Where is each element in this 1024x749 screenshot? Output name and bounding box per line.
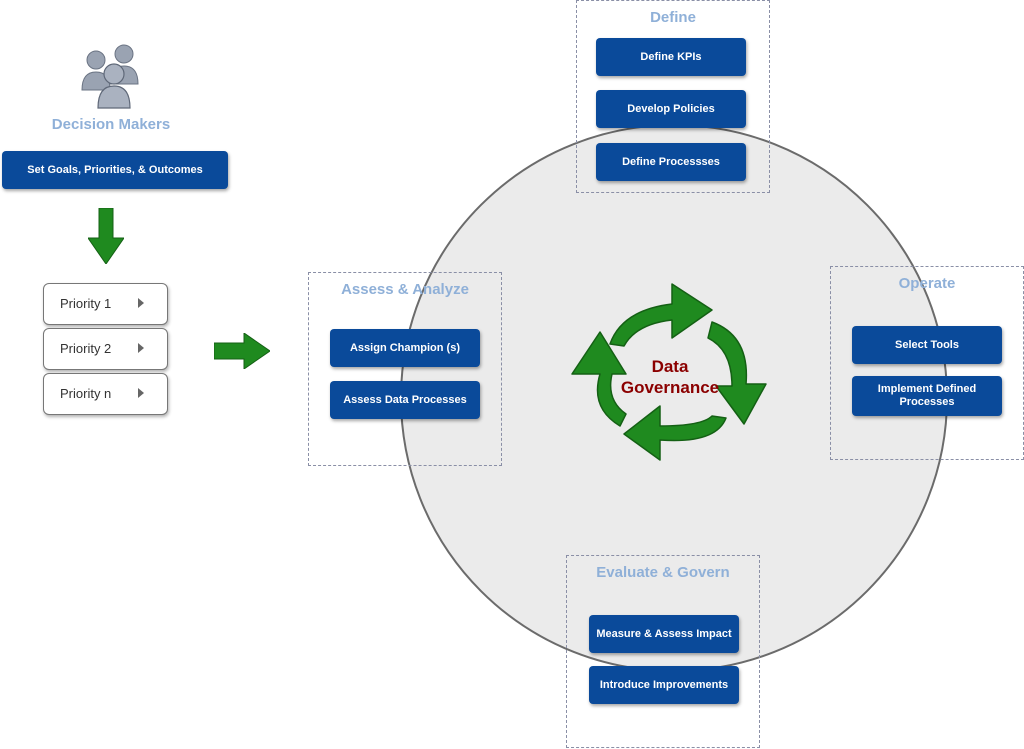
assess-analyze-group: Assess & Analyze xyxy=(308,272,502,466)
operate-title: Operate xyxy=(898,275,956,292)
center-title: Data Governance xyxy=(600,356,740,398)
define-kpis-button[interactable]: Define KPIs xyxy=(596,38,746,76)
priority-label: Priority 1 xyxy=(60,296,112,311)
right-arrow-icon xyxy=(214,333,270,369)
priority-item-2[interactable]: Priority 2 xyxy=(43,328,168,370)
assign-champion-button[interactable]: Assign Champion (s) xyxy=(330,329,480,367)
define-processes-button[interactable]: Define Processses xyxy=(596,143,746,181)
priority-label: Priority n xyxy=(60,386,112,401)
evaluate-govern-group: Evaluate & Govern xyxy=(566,555,760,748)
priority-label: Priority 2 xyxy=(60,341,112,356)
set-goals-button[interactable]: Set Goals, Priorities, & Outcomes xyxy=(2,151,228,189)
evaluate-govern-title: Evaluate & Govern xyxy=(596,564,730,581)
people-icon xyxy=(81,44,139,109)
develop-policies-button[interactable]: Develop Policies xyxy=(596,90,746,128)
priority-item-1[interactable]: Priority 1 xyxy=(43,283,168,325)
chevron-right-icon xyxy=(138,298,144,308)
down-arrow-icon xyxy=(88,208,124,264)
introduce-improvements-button[interactable]: Introduce Improvements xyxy=(589,666,739,704)
chevron-right-icon xyxy=(138,343,144,353)
assess-data-processes-button[interactable]: Assess Data Processes xyxy=(330,381,480,419)
center-title-line2: Governance xyxy=(620,378,720,397)
define-group: Define xyxy=(576,0,770,193)
decision-makers-label: Decision Makers xyxy=(51,116,171,133)
priority-item-n[interactable]: Priority n xyxy=(43,373,168,415)
measure-assess-impact-button[interactable]: Measure & Assess Impact xyxy=(589,615,739,653)
implement-processes-button[interactable]: Implement Defined Processes xyxy=(852,376,1002,416)
select-tools-button[interactable]: Select Tools xyxy=(852,326,1002,364)
chevron-right-icon xyxy=(138,388,144,398)
cycle-arrows-icon xyxy=(571,283,767,461)
center-title-line1: Data xyxy=(651,357,689,376)
assess-analyze-title: Assess & Analyze xyxy=(341,281,469,298)
define-title: Define xyxy=(650,9,696,26)
